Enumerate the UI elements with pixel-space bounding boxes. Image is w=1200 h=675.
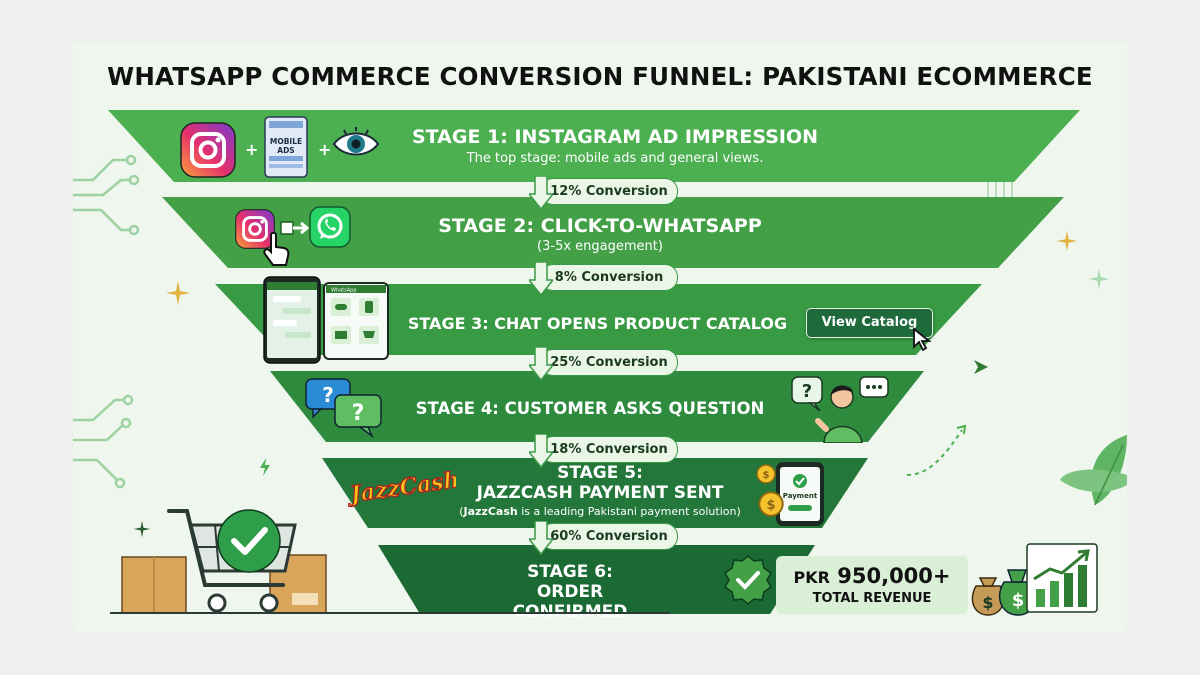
svg-text:$: $ bbox=[982, 593, 993, 612]
coin-icon: $ bbox=[758, 491, 784, 517]
svg-text:?: ? bbox=[352, 401, 365, 426]
conversion-pill-2: 8% Conversion bbox=[540, 264, 678, 291]
svg-text:$: $ bbox=[1012, 590, 1025, 611]
cursor-hand-icon bbox=[263, 232, 290, 266]
stage-1-text: STAGE 1: INSTAGRAM AD IMPRESSION The top… bbox=[380, 126, 850, 167]
question-bubble-icon: ? bbox=[334, 394, 382, 438]
leaves-decoration bbox=[1060, 435, 1127, 506]
circuit-lines-decoration bbox=[73, 154, 140, 489]
verified-badge-icon bbox=[724, 555, 772, 605]
plus-sign: + bbox=[318, 140, 332, 159]
coin-icon: $ bbox=[756, 464, 776, 484]
instagram-icon bbox=[180, 122, 236, 178]
stage-5-heading: STAGE 5: bbox=[557, 463, 643, 483]
stage-2-subtitle: (3-5x engagement) bbox=[537, 239, 663, 254]
sparkle-lines-decoration bbox=[987, 145, 1013, 200]
stage-1-subtitle: The top stage: mobile ads and general vi… bbox=[466, 151, 764, 166]
payment-phone-icon: Payment bbox=[776, 462, 824, 526]
stage-6-heading-2: ORDER CONFIRMED bbox=[512, 582, 628, 622]
instagram-icon bbox=[235, 209, 275, 249]
total-revenue-box: PKR 950,000+ TOTAL REVENUE bbox=[776, 556, 968, 614]
stage-6-heading: STAGE 6: bbox=[527, 562, 613, 582]
down-arrow-icon bbox=[529, 262, 553, 296]
growth-chart-icon bbox=[1026, 543, 1098, 613]
stage-5-heading-2: JAZZCASH PAYMENT SENT bbox=[476, 483, 724, 503]
stage-5-subtitle-bold: JazzCash bbox=[463, 505, 518, 518]
stage-4-text: STAGE 4: CUSTOMER ASKS QUESTION bbox=[400, 398, 780, 420]
svg-text:$: $ bbox=[763, 470, 770, 481]
sparkle-icon bbox=[133, 520, 151, 538]
stage-2-heading: STAGE 2: CLICK-TO-WHATSAPP bbox=[438, 215, 762, 237]
svg-text:?: ? bbox=[802, 381, 812, 402]
whatsapp-header: WhatsApp bbox=[331, 288, 357, 294]
revenue-label: TOTAL REVENUE bbox=[812, 591, 932, 606]
conversion-pill-5: 60% Conversion bbox=[540, 523, 678, 550]
person-thinking-icon: ? bbox=[791, 376, 889, 443]
payment-label: Payment bbox=[783, 492, 818, 500]
conversion-pill-3: 25% Conversion bbox=[540, 349, 678, 376]
mobile-ads-label-1: MOBILE bbox=[270, 137, 302, 146]
sparkle-icon bbox=[1088, 268, 1110, 290]
down-arrow-icon bbox=[529, 176, 553, 210]
conversion-pill-1: 12% Conversion bbox=[540, 178, 678, 205]
stage-3-text: STAGE 3: CHAT OPENS PRODUCT CATALOG bbox=[395, 313, 800, 335]
stage-4-heading: STAGE 4: CUSTOMER ASKS QUESTION bbox=[415, 399, 765, 418]
dashed-arrow-decoration bbox=[906, 424, 967, 476]
mobile-ads-icon: MOBILE ADS bbox=[264, 116, 308, 178]
down-arrow-icon bbox=[529, 434, 553, 468]
sparkle-icon bbox=[1056, 230, 1078, 252]
arrow-right-icon bbox=[280, 221, 310, 235]
chat-phone-icon bbox=[263, 276, 321, 364]
baseline-decoration bbox=[110, 612, 670, 614]
play-arrow-icon bbox=[974, 360, 988, 374]
stage-6-text: STAGE 6: ORDER CONFIRMED bbox=[480, 562, 660, 623]
stage-2-text: STAGE 2: CLICK-TO-WHATSAPP (3-5x engagem… bbox=[380, 215, 820, 255]
revenue-currency: PKR bbox=[793, 568, 830, 587]
lightning-icon bbox=[260, 458, 270, 476]
stage-3-heading: STAGE 3: CHAT OPENS PRODUCT CATALOG bbox=[407, 314, 788, 333]
money-bags-icon: $ $ bbox=[971, 569, 1036, 616]
whatsapp-icon bbox=[309, 206, 351, 248]
conversion-pill-4: 18% Conversion bbox=[540, 436, 678, 463]
plus-sign: + bbox=[245, 140, 259, 159]
cursor-arrow-icon bbox=[913, 327, 932, 351]
revenue-value: 950,000+ bbox=[837, 564, 951, 588]
stage-1-heading: STAGE 1: INSTAGRAM AD IMPRESSION bbox=[411, 126, 819, 148]
mobile-ads-label-2: ADS bbox=[277, 146, 294, 155]
page-title: WHATSAPP COMMERCE CONVERSION FUNNEL: PAK… bbox=[107, 62, 1093, 91]
down-arrow-icon bbox=[529, 521, 553, 555]
revenue-amount: PKR 950,000+ bbox=[776, 564, 968, 588]
stage-5-subtitle-rest: is a leading Pakistani payment solution) bbox=[517, 505, 741, 518]
stage-5-text: STAGE 5: JAZZCASH PAYMENT SENT (JazzCash… bbox=[430, 464, 770, 520]
down-arrow-icon bbox=[529, 347, 553, 381]
eye-icon bbox=[332, 127, 380, 156]
sparkle-icon bbox=[166, 281, 190, 305]
view-catalog-button[interactable]: View Catalog bbox=[806, 308, 933, 338]
svg-text:?: ? bbox=[322, 383, 334, 407]
jazzcash-logo: JazzCash bbox=[344, 466, 456, 509]
catalog-phone-icon: WhatsApp bbox=[323, 282, 389, 360]
jazzcash-logo-text: JazzCash bbox=[345, 467, 456, 509]
stage-5-subtitle-open: ( bbox=[459, 505, 464, 518]
stage-5-subtitle: (JazzCash is a leading Pakistani payment… bbox=[430, 504, 770, 520]
svg-text:$: $ bbox=[766, 498, 775, 513]
check-circle-icon bbox=[217, 509, 281, 573]
